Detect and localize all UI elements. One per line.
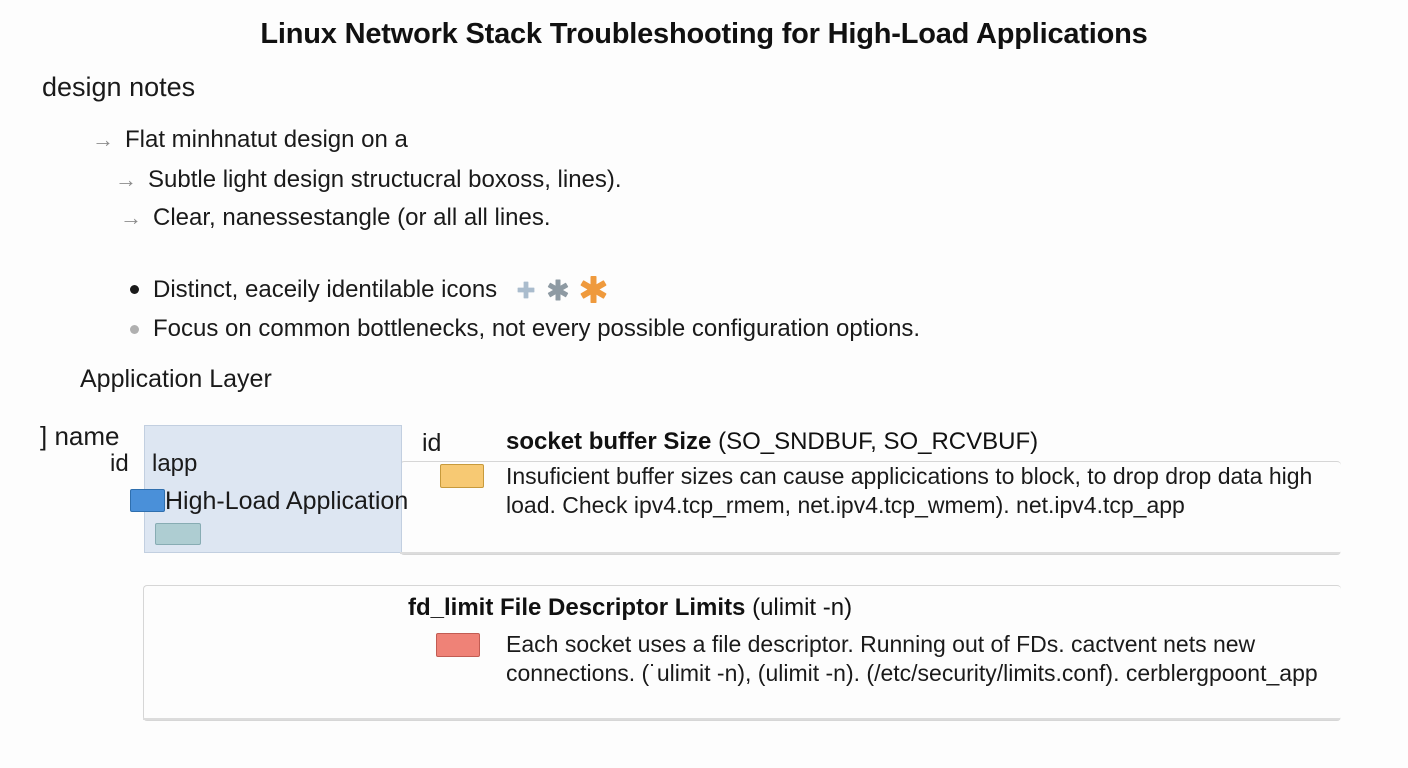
arrow-right-icon: → [120,205,142,230]
list-item-label: Focus on common bottlenecks, not every p… [153,315,921,342]
detail-heading: socket buffer Size (SO_SNDBUF, SO_RCVBUF… [506,428,1038,456]
application-layer-heading: Application Layer [80,365,272,393]
asterisk-orange-icon [579,275,608,304]
icon-sample-strip [515,275,608,304]
field-name-label: ] name [40,421,120,451]
detail-heading: fd_limit File Descriptor Limits (ulimit … [408,594,852,622]
bullet-disc-icon [130,285,139,294]
list-item-label: Distinct, eaceily identilable icons [153,275,498,303]
node-title-label: High-Load Application [165,487,409,515]
page-title: Linux Network Stack Troubleshooting for … [260,18,1148,50]
detail-id-label: fd_limit [408,594,494,621]
detail-heading-regular: (SO_SNDBUF, SO_RCVBUF) [711,428,1039,455]
arrow-bullet-row: → Subtle light design structucral boxoss… [115,166,622,194]
swatch-teal-icon [155,523,201,545]
detail-heading-regular: (ulimit -n) [745,594,853,621]
plus-icon [515,279,537,301]
arrow-bullet-row: → Clear, nanessestangle (or all all line… [120,204,551,232]
detail-id-label: id [422,429,442,457]
arrow-right-icon: → [115,167,137,192]
design-notes-label: design notes [42,72,196,102]
divider [143,718,1340,720]
list-item: Distinct, eaceily identilable icons [130,275,608,304]
connector-fd-limit [143,585,1341,721]
asterisk-gray-icon [546,278,570,302]
arrow-bullet-text: Subtle light design structucral boxoss, … [148,166,622,193]
detail-body-text: Each socket uses a file descriptor. Runn… [506,631,1318,687]
detail-heading-bold: File Descriptor Limits [500,594,746,621]
bullet-disc-icon [130,324,139,334]
swatch-blue-icon [130,489,165,512]
swatch-red-icon [436,633,480,657]
swatch-amber-icon [440,464,484,488]
detail-body-text: Insuficient buffer sizes can cause appli… [506,463,1313,519]
arrow-right-icon: → [92,127,114,152]
arrow-bullet-text: Clear, nanessestangle (or all all lines. [153,204,551,231]
detail-heading-bold: socket buffer Size [506,428,712,455]
list-item: Focus on common bottlenecks, not every p… [130,315,920,343]
divider [400,552,1340,554]
arrow-bullet-row: → Flat minhnatut design on a [92,126,408,154]
arrow-bullet-text: Flat minhnatut design on a [125,126,408,153]
field-id-label: id [110,450,129,477]
node-id-value: lapp [152,450,198,477]
